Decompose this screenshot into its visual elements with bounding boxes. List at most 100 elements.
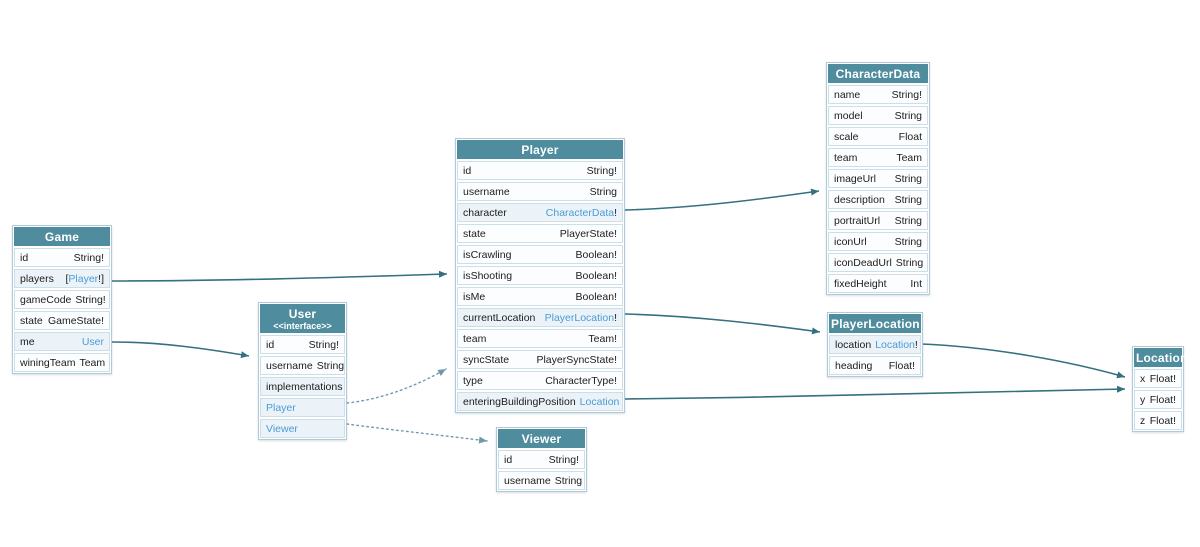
edge-user-player-to-player bbox=[346, 368, 447, 404]
field-name: isShooting bbox=[463, 269, 513, 282]
field-row-player-isshooting[interactable]: isShooting Boolean! bbox=[457, 266, 623, 285]
field-name: gameCode bbox=[20, 293, 72, 306]
field-type: Team bbox=[896, 152, 922, 164]
table-header-location[interactable]: Location bbox=[1134, 348, 1187, 367]
table-header-player[interactable]: Player bbox=[457, 140, 623, 159]
field-name: heading bbox=[835, 359, 873, 372]
field-row-game-players[interactable]: players[Player!] bbox=[14, 269, 110, 288]
type-link[interactable]: Location bbox=[875, 338, 915, 351]
field-type: CharacterData! bbox=[546, 207, 617, 219]
type-text: ! bbox=[614, 206, 617, 219]
type-link[interactable]: Location bbox=[579, 395, 620, 408]
table-title: PlayerLocation bbox=[831, 317, 920, 331]
type-text: Team! bbox=[588, 332, 617, 345]
field-type: String bbox=[895, 194, 922, 206]
field-type: GameState! bbox=[48, 315, 104, 327]
type-text: String! bbox=[548, 453, 579, 466]
field-name: imageUrl bbox=[834, 172, 877, 185]
field-name: username bbox=[504, 474, 551, 487]
field-name: state bbox=[463, 227, 486, 240]
type-text: Float! bbox=[1149, 414, 1176, 427]
field-name: id bbox=[20, 251, 29, 264]
type-text: !] bbox=[98, 272, 104, 285]
implementation-link-row-user-viewer[interactable]: Viewer bbox=[260, 419, 345, 438]
table-header-user[interactable]: User<<interface>> bbox=[260, 304, 345, 333]
field-name: username bbox=[266, 359, 313, 372]
type-text: Float! bbox=[1149, 372, 1176, 385]
field-type: PlayerLocation! bbox=[545, 312, 617, 324]
field-type: Team bbox=[79, 357, 105, 369]
type-link[interactable]: Viewer bbox=[266, 422, 298, 435]
field-type: Boolean! bbox=[576, 291, 617, 303]
field-type: Boolean! bbox=[576, 270, 617, 282]
field-row-player-team[interactable]: team Team! bbox=[457, 329, 623, 348]
table-title: Game bbox=[44, 230, 80, 244]
field-name: team bbox=[463, 332, 487, 345]
field-name: iconUrl bbox=[834, 235, 867, 248]
field-type: Location! bbox=[875, 339, 918, 351]
type-link[interactable]: Player bbox=[266, 401, 296, 414]
type-link[interactable]: User bbox=[81, 335, 104, 348]
type-text: String bbox=[316, 359, 345, 372]
type-text: Boolean! bbox=[575, 290, 617, 303]
table-header-viewer[interactable]: Viewer bbox=[498, 429, 585, 448]
implementation-link-row-user-player[interactable]: Player bbox=[260, 398, 345, 417]
type-link[interactable]: PlayerLocation bbox=[544, 311, 615, 324]
table-header-playerlocation[interactable]: PlayerLocation bbox=[829, 314, 921, 333]
type-link[interactable]: CharacterData bbox=[545, 206, 615, 219]
field-type: String bbox=[590, 186, 617, 198]
field-row-player-username[interactable]: username String bbox=[457, 182, 623, 201]
field-type: Team! bbox=[588, 333, 617, 345]
field-type: String! bbox=[892, 89, 922, 101]
table-header-characterdata[interactable]: CharacterData bbox=[828, 64, 928, 83]
field-name: syncState bbox=[463, 353, 510, 366]
type-text: Team bbox=[79, 356, 106, 369]
field-type: Float bbox=[899, 131, 922, 143]
field-type: User bbox=[82, 336, 104, 348]
field-row-user-implementations[interactable]: implementations bbox=[260, 377, 345, 396]
field-name: y bbox=[1140, 393, 1146, 406]
type-link[interactable]: Player bbox=[68, 272, 99, 285]
field-name: username bbox=[463, 185, 510, 198]
table-header-game[interactable]: Game bbox=[14, 227, 110, 246]
